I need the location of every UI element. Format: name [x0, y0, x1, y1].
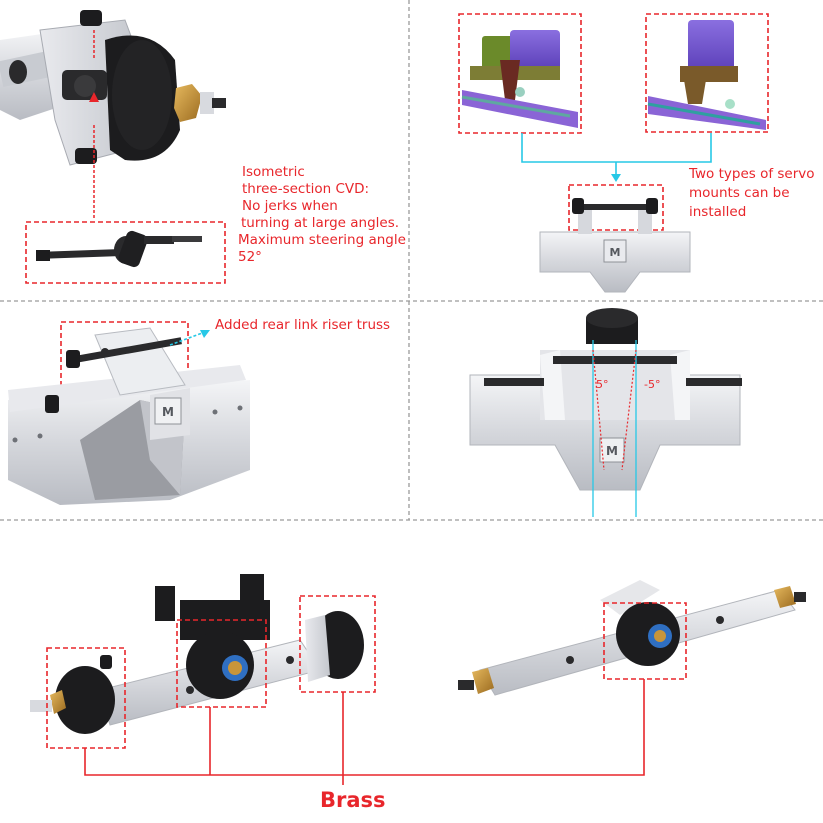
front-diff-highlight — [176, 619, 267, 708]
cvd-caption-line1: Isometric — [242, 164, 305, 180]
cvd-knuckle-render — [0, 10, 226, 166]
brass-label: Brass — [320, 788, 386, 812]
angle-left-label: 5° — [596, 378, 609, 391]
cvd-caption-line6: 52° — [238, 249, 262, 265]
servo-bracket-highlight — [568, 184, 664, 231]
servo-mount-type2-highlight — [645, 13, 769, 133]
riser-truss-caption: Added rear link riser truss — [215, 317, 391, 333]
servo-mount-type1-highlight — [458, 13, 582, 134]
svg-text:M: M — [610, 246, 621, 259]
rear-axle-render — [458, 580, 806, 696]
servo-caption-line2: mounts can be — [689, 185, 790, 201]
axle-housing-top-render: M — [539, 198, 691, 293]
svg-text:M: M — [606, 444, 618, 458]
front-right-hub-highlight — [299, 595, 376, 693]
cvd-caption-line4: turning at large angles. — [241, 215, 400, 231]
center-housing-render: M — [469, 308, 742, 491]
cvd-caption-line2: three-section CVD: — [242, 181, 370, 197]
front-left-hub-highlight — [46, 647, 126, 749]
rear-axle-closeup-render: M — [8, 327, 250, 505]
cvd-shaft-render — [35, 230, 202, 268]
angle-right-label: -5° — [644, 378, 661, 391]
servo-mount-type1-render — [461, 30, 578, 128]
cvd-shaft-highlight — [25, 221, 226, 284]
cvd-caption-line5: Maximum steering angle — [238, 232, 406, 248]
front-axle-render — [30, 574, 364, 734]
servo-mount-type2-render — [647, 20, 766, 130]
servo-caption-line1: Two types of servo — [689, 166, 815, 182]
rear-diff-highlight — [603, 602, 687, 680]
servo-caption-line3: installed — [689, 204, 747, 220]
svg-text:M: M — [162, 405, 174, 419]
cvd-caption-line3: No jerks when — [242, 198, 338, 214]
